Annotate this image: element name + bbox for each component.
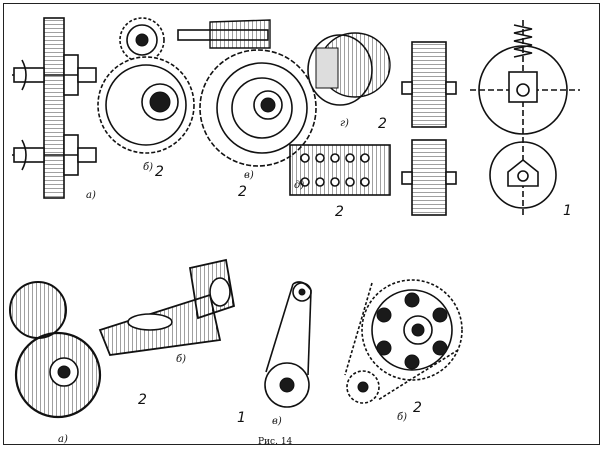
worm-drum [307, 32, 391, 106]
figure-caption: Рис. 14 [258, 437, 293, 447]
number-top-v: 2 [238, 184, 247, 200]
belt-drive [264, 281, 312, 408]
label-bottom-b: б) [176, 354, 186, 365]
figure-frame [3, 3, 600, 445]
number-bottom-v: 1 [237, 410, 246, 426]
friction-rollers [401, 41, 457, 216]
number-top-g: 2 [378, 116, 387, 132]
cam-spring-mechanism [470, 20, 580, 215]
spur-gears-small-large [97, 17, 195, 154]
spur-gear-pair-side [12, 17, 97, 199]
chain-drive [344, 279, 463, 404]
worm-and-wheel [177, 19, 317, 167]
label-top-b: б) [143, 162, 153, 173]
number-top-b: 2 [155, 164, 164, 180]
number-top-d: 2 [335, 204, 344, 220]
label-top-a: а) [86, 190, 96, 201]
label-top-v: в) [244, 170, 254, 181]
ball-screw [289, 144, 391, 196]
label-top-g: г) [340, 118, 349, 129]
label-bottom-a: а) [58, 434, 68, 445]
label-bottom-g: б) [397, 412, 407, 423]
helical-gear-pair [9, 281, 102, 419]
bevel-gear-pair [98, 258, 236, 356]
label-bottom-v: в) [272, 416, 282, 427]
number-top-e: 1 [563, 203, 572, 219]
label-top-d: д) [294, 180, 304, 191]
number-bottom-g: 2 [413, 400, 422, 416]
number-bottom-b: 2 [138, 392, 147, 408]
